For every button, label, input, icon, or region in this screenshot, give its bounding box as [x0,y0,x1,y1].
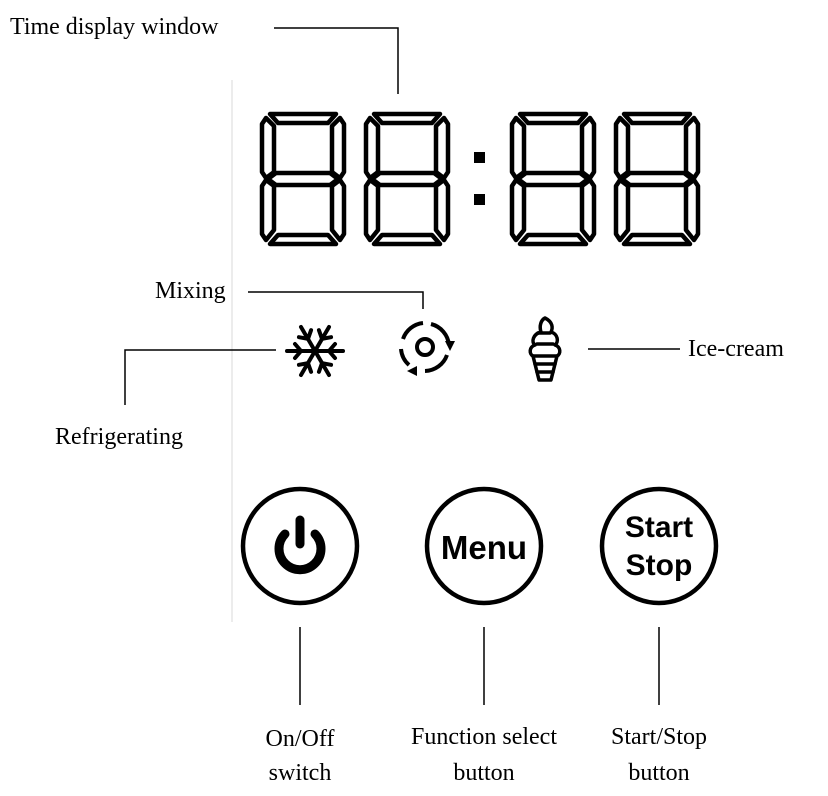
callout-function-line2: button [453,760,515,786]
callout-start-stop-line1: Start/Stop [610,724,707,750]
leader-time-display [274,27,399,94]
time-display-window [262,114,698,244]
colon-dot-top [474,152,485,163]
mixing-icon [399,321,455,376]
stop-button-label: Stop [626,549,693,582]
colon-dot-bottom [474,194,485,205]
snowflake-icon [285,325,345,377]
callout-refrigerating: Refrigerating [55,424,183,450]
callout-function-line1: Function select [411,724,557,750]
digit-1 [262,114,344,244]
leader-mixing [248,291,424,309]
menu-button[interactable] [424,486,544,606]
menu-button-label: Menu [441,529,527,566]
callout-time-display: Time display window [10,14,219,40]
digit-2 [366,114,448,244]
callout-start-stop-line2: button [628,760,690,786]
ice-cream-icon [528,316,562,382]
power-button[interactable] [240,486,360,606]
start-stop-button[interactable] [599,486,719,606]
callout-mixing: Mixing [155,278,226,304]
callout-on-off-line2: switch [268,760,332,786]
digit-3 [512,114,594,244]
callout-ice-cream: Ice-cream [688,336,784,362]
power-icon [274,515,326,575]
start-button-label: Start [625,511,693,544]
callout-on-off-line1: On/Off [265,726,335,752]
digit-4 [616,114,698,244]
leader-refrigerating [124,349,276,405]
